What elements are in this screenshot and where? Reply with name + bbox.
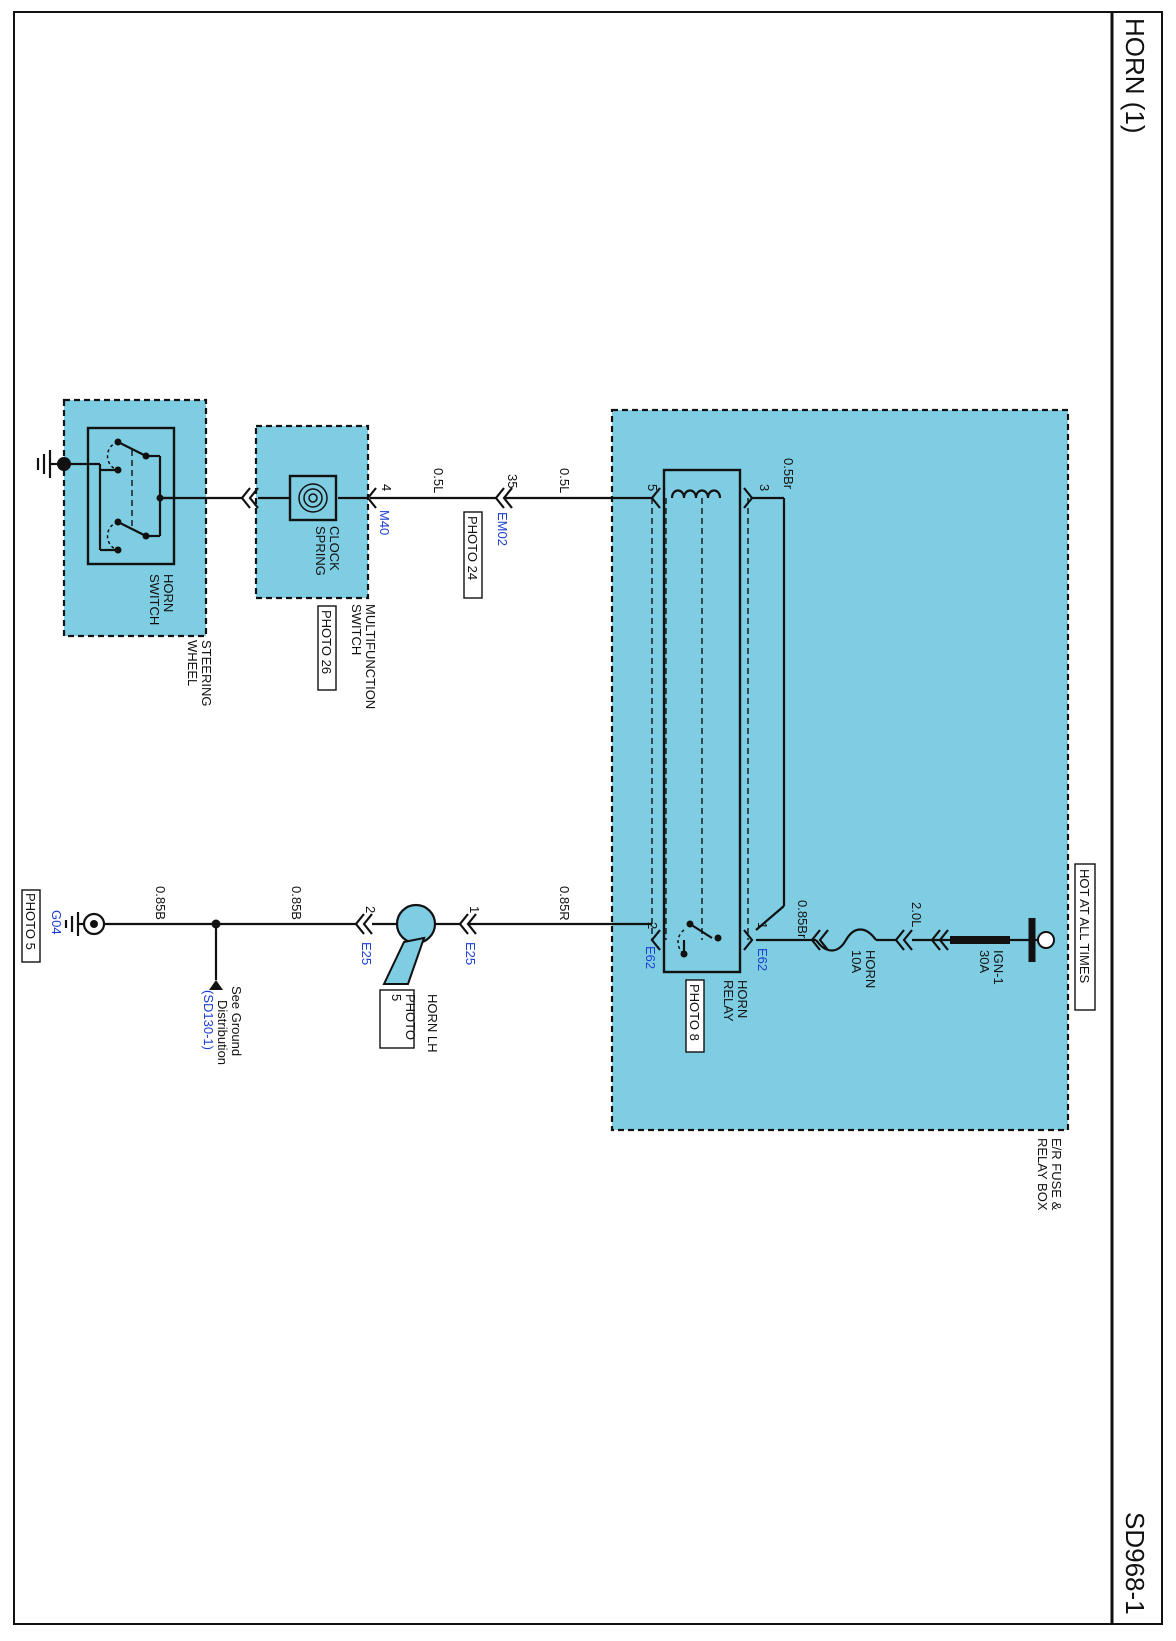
horn-lh-photo-box <box>379 989 415 1049</box>
clock-spring-coil-inner <box>308 493 318 503</box>
ign1-amp: 30A <box>977 950 992 973</box>
em02-photo-box <box>463 511 483 599</box>
steering-wheel-box <box>62 398 208 638</box>
page-title: HORN (1) <box>1120 18 1150 134</box>
page-code: SD968-1 <box>1120 1512 1150 1615</box>
switch-b-spring <box>106 521 119 551</box>
relay-pin1-conn <box>743 929 754 951</box>
clock-spring-coil-outer <box>298 483 328 513</box>
connector-e25-b[interactable]: E25 <box>359 942 374 965</box>
conn-fuse-out-b <box>810 929 821 951</box>
horn-relay-label-1: HORN <box>735 980 750 1018</box>
horn-relay-photo-box <box>685 979 705 1053</box>
wire-label-0-85r: 0.85R <box>557 886 572 921</box>
switch-a-arm <box>117 441 147 457</box>
horn-switch-node <box>156 494 164 502</box>
horn-fuse-amp: 10A <box>849 950 864 973</box>
page-border <box>13 11 1163 1625</box>
horn-lh-label: HORN LH <box>425 994 440 1053</box>
relay-contact-b <box>714 934 722 942</box>
relay-pin-5: 5 <box>645 484 660 491</box>
horn-fuse-symbol <box>815 928 877 952</box>
wire-label-0-85b-b: 0.85B <box>153 886 168 920</box>
multifunction-label-2: SWITCH <box>349 604 364 655</box>
wire-label-2-0l: 2.0L <box>909 902 924 927</box>
connector-e62-bottom[interactable]: E62 <box>755 948 770 971</box>
horn-switch-label-2: SWITCH <box>147 574 162 625</box>
ground-ref-link[interactable]: (SD130-1) <box>201 990 216 1050</box>
m40-pin: 4 <box>379 484 394 491</box>
fuse-box-label-2: RELAY BOX <box>1035 1138 1050 1211</box>
hot-at-all-times-box <box>1074 863 1096 1011</box>
msw-out-conn-a <box>248 487 259 509</box>
em02-conn-a <box>502 487 513 509</box>
conn-ign-out-a <box>938 929 949 951</box>
horn-relay-label-2: RELAY <box>721 980 736 1022</box>
em02-photo: PHOTO 24 <box>465 516 480 580</box>
relay-coil <box>670 489 722 499</box>
conn-ign-out-b <box>930 929 941 951</box>
ign1-label: IGN-1 <box>991 950 1006 985</box>
wire-label-0-85br: 0.85Br <box>795 900 810 939</box>
switch-b-arm <box>117 521 147 537</box>
clock-spring-label-1: CLOCK <box>327 526 342 571</box>
fuse-box-label-1: E/R FUSE & <box>1049 1138 1064 1211</box>
g04-ground-center <box>90 920 98 928</box>
e25a-pin: 1 <box>467 906 482 913</box>
em02-pin: 35 <box>505 474 520 488</box>
ground-photo: PHOTO 5 <box>23 893 38 950</box>
steering-ground-node <box>57 457 71 471</box>
multifunction-photo-box <box>317 605 337 691</box>
connector-m40[interactable]: M40 <box>377 510 392 535</box>
fuse-relay-box <box>610 408 1070 1132</box>
horn-switch-body <box>86 426 176 566</box>
multifunction-label-1: MULTIFUNCTION <box>363 604 378 709</box>
horn-lh-body <box>395 903 437 945</box>
horn-lh-photo-2: 5 <box>389 994 404 1001</box>
wire-label-0-5br: 0.5Br <box>781 458 796 490</box>
wire-label-0-5l-b: 0.5L <box>431 468 446 493</box>
horn-relay-body <box>662 468 742 974</box>
steering-wheel-label-1: STEERING <box>199 640 214 706</box>
horn-fuse-label: HORN <box>863 950 878 988</box>
multifunction-photo: PHOTO 26 <box>319 610 334 674</box>
relay-contact-arm <box>689 923 713 939</box>
horn-lh-photo-1: PHOTO <box>403 994 418 1040</box>
horn-switch-label-1: HORN <box>161 574 176 612</box>
ground-photo-box <box>21 889 41 963</box>
wire-label-0-5l-a: 0.5L <box>557 468 572 493</box>
wire-label-0-85b-a: 0.85B <box>289 886 304 920</box>
clock-spring-coil-mid <box>303 488 323 508</box>
ground-ref-arrow <box>209 980 223 990</box>
connector-e25-a[interactable]: E25 <box>463 942 478 965</box>
ground-ref-label-1: See Ground <box>229 986 244 1056</box>
wire-0-5br-join <box>755 905 785 931</box>
relay-pin-3: 3 <box>757 484 772 491</box>
e25b-pin: 2 <box>363 906 378 913</box>
relay-pin-1: 1 <box>755 922 770 929</box>
hot-at-all-times-label: HOT AT ALL TIMES <box>1077 869 1092 983</box>
connector-e62-top[interactable]: E62 <box>643 946 658 969</box>
e25a-conn-a <box>466 913 477 935</box>
relay-pin-2: 2 <box>645 922 660 929</box>
relay-pin2-conn <box>650 929 661 951</box>
horn-lh-bell <box>382 936 426 985</box>
battery-terminal <box>1037 931 1055 949</box>
connector-g04[interactable]: G04 <box>49 910 64 935</box>
conn-fuse-out-a <box>818 929 829 951</box>
switch-a-spring <box>106 441 119 471</box>
horn-relay-photo: PHOTO 8 <box>687 984 702 1041</box>
clock-spring-label-2: SPRING <box>313 526 328 576</box>
ground-ref-label-2: Distribution <box>215 1000 230 1065</box>
e25b-conn-a <box>362 913 373 935</box>
connector-em02[interactable]: EM02 <box>495 512 510 546</box>
conn-fuse-in-a <box>902 929 913 951</box>
steering-wheel-label-2: WHEEL <box>185 640 200 686</box>
